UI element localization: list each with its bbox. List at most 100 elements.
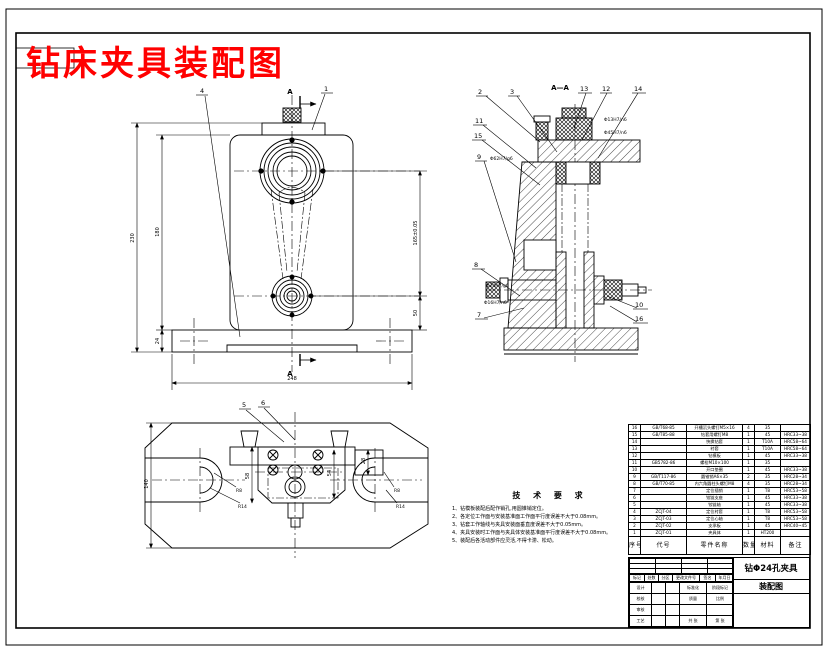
bom-cell: 钻模板	[686, 452, 743, 460]
section-view-labels: A—A 2 3 13 12 14 11 15 9 8 7 10 16 Φ13H7…	[474, 84, 643, 323]
bom-cell	[640, 494, 687, 502]
bom-cell: HT200	[754, 529, 781, 537]
bom-cell: ZCJT-01	[640, 529, 687, 537]
top-view-labels: 5 6 140 58 54 28 R8 R14 R8 R14	[144, 399, 405, 510]
bom-cell: HRC53~58	[780, 515, 811, 523]
bom-cell: HRC28~34	[780, 473, 811, 481]
bom-cell: 45	[754, 522, 781, 530]
bom-cell: 4	[742, 480, 755, 488]
bom-header-cell: 数量	[742, 536, 755, 555]
bom-cell	[780, 529, 811, 537]
bom-cell: 16	[628, 424, 641, 432]
bom-cell: T8	[754, 487, 781, 495]
balloon-number: 1	[324, 85, 328, 93]
bom-cell: HRC58~64	[780, 445, 811, 453]
section-cut-marks	[299, 96, 317, 366]
fit-dim-label: Φ45H7/n6	[604, 130, 627, 136]
bom-cell: 钻套用螺钉M8	[686, 431, 743, 439]
title-block-left: 标记 处数 分区 更改文件号 签名 年月日 设计 标准化 阶段标记 校核 质量 …	[629, 558, 734, 627]
bom-cell: HRC33~38	[780, 452, 811, 460]
std-label: 标准化	[679, 582, 707, 594]
bom-cell	[640, 438, 687, 446]
bom-cell: 铰链轴	[686, 501, 743, 509]
drawing-title-banner: 钻床夹具装配图	[26, 44, 285, 84]
bom-cell: HRC53~58	[780, 508, 811, 516]
balloon-number: 15	[474, 132, 482, 140]
bom-cell	[640, 445, 687, 453]
bom-cell: GB/T70-85	[640, 480, 687, 488]
bom-header-cell: 零件名称	[686, 536, 743, 555]
rev-label: 更改文件号	[672, 574, 700, 582]
signature-grid: 设计 标准化 阶段标记 校核 质量 比例 审核 工艺 共 张 第 张	[629, 582, 734, 627]
bom-cell: 定位心轴	[686, 515, 743, 523]
front-dimension-lines	[131, 122, 427, 390]
bom-cell: 定位衬套	[686, 508, 743, 516]
rev-label: 签名	[699, 574, 716, 582]
bom-cell: 45	[754, 466, 781, 474]
stage-label: 阶段标记	[706, 582, 734, 594]
bom-cell: 35	[754, 473, 781, 481]
bom-cell: 12	[628, 452, 641, 460]
bom-cell: 1	[742, 501, 755, 509]
balloon-number: 10	[635, 301, 643, 309]
bom-cell: 35	[754, 424, 781, 432]
bom-header-cell: 序号	[628, 536, 641, 555]
bom-cell: 15	[628, 431, 641, 439]
bom-cell: 快换钻套	[686, 438, 743, 446]
bom-cell: 35	[754, 459, 781, 467]
bom-cell: ZCJT-02	[640, 522, 687, 530]
bom-cell	[640, 452, 687, 460]
bom-cell: HRC40~45	[780, 522, 811, 530]
balloon-number: 6	[261, 399, 265, 407]
balloon-number: 14	[634, 85, 642, 93]
bom-cell: 11	[628, 459, 641, 467]
bom-cell: 1	[742, 515, 755, 523]
bom-cell: 3	[628, 515, 641, 523]
bom-cell: 45	[754, 501, 781, 509]
bom-cell: 1	[742, 487, 755, 495]
bom-cell: HRC58~64	[780, 438, 811, 446]
bom-cell: 圆锥销A6×35	[686, 473, 743, 481]
section-balloon-leaders	[472, 92, 648, 324]
screw-symbols	[267, 449, 324, 476]
balloon-number: 12	[602, 85, 610, 93]
sheet-no-label: 第 张	[706, 615, 734, 627]
bom-cell: 开槽沉头螺钉M5×16	[686, 424, 743, 432]
dim-label: 248	[287, 376, 297, 382]
dim-label: 24	[155, 338, 161, 344]
bom-cell: 5	[628, 501, 641, 509]
bom-cell: 1	[742, 438, 755, 446]
bom-cell: GB/T68-85	[640, 424, 687, 432]
bom-cell: 14	[628, 438, 641, 446]
bom-cell: HRC33~38	[780, 466, 811, 474]
bom-cell: 夹具体	[686, 529, 743, 537]
balloon-number: 11	[475, 117, 483, 125]
front-view	[131, 92, 427, 390]
tech-requirement-line: 1、钻模板装配后配作销孔,用圆锥销定位。	[452, 506, 547, 512]
bom-cell: ZCJT-04	[640, 508, 687, 516]
revision-header-row: 标记 处数 分区 更改文件号 签名 年月日	[629, 574, 734, 582]
bom-cell: 铰链支座	[686, 494, 743, 502]
bom-header-cell: 材料	[754, 536, 781, 555]
tech-requirement-line: 4、夹具安装时工作面与夹具体安装基准面平行度误差不大于0.08mm。	[452, 530, 612, 536]
bom-cell: 定位插销	[686, 487, 743, 495]
bom-cell: 45	[754, 431, 781, 439]
role-label: 审核	[629, 604, 652, 616]
rev-label: 年月日	[715, 574, 734, 582]
bom-cell: 1	[742, 494, 755, 502]
radius-label: R14	[396, 504, 405, 510]
bom-cell: 4	[742, 424, 755, 432]
top-view	[144, 406, 429, 558]
bom-cell: HRC53~58	[780, 487, 811, 495]
bom-cell: 1	[628, 529, 641, 537]
bom-cell: 1	[742, 522, 755, 530]
section-view	[472, 92, 652, 362]
bom-header-row: 序号代号零件名称数量材料备注	[628, 536, 811, 555]
section-letter: A	[287, 88, 293, 96]
